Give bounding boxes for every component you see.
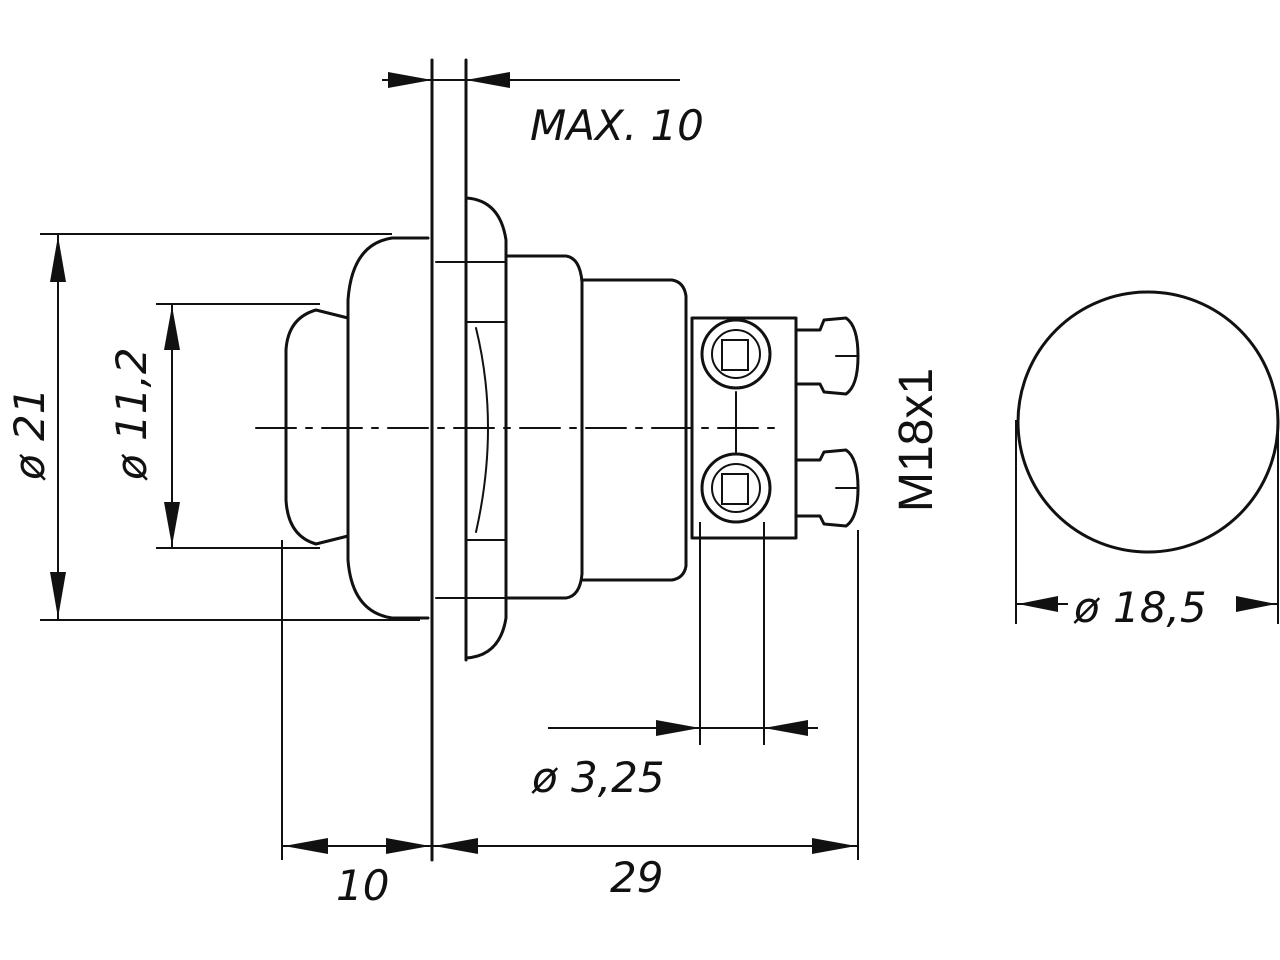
dim-panel-thickness: MAX. 10 (382, 72, 704, 150)
dim-terminal-hole-label: ø 3,25 (531, 753, 665, 802)
rear-housing (580, 278, 688, 582)
dim-front-length-label: 10 (336, 861, 389, 910)
terminal-screw-upper (700, 318, 772, 390)
dim-body-length-label: 29 (610, 853, 663, 902)
dim-outer-diameter: ø 21 (5, 233, 420, 621)
dim-panel-thickness-label: MAX. 10 (530, 101, 704, 150)
mounting-hole-view: ø 18,5 (1015, 290, 1280, 632)
dim-outer-diameter-label: ø 21 (5, 388, 54, 482)
dim-mounting-hole-label: ø 18,5 (1073, 583, 1207, 632)
dim-button-diameter: ø 11,2 (107, 303, 320, 549)
mounting-hole-circle (1016, 290, 1280, 554)
switch-side-view (255, 58, 860, 862)
button-cap (284, 308, 350, 546)
terminal-screw-lower (700, 452, 772, 524)
thread-label: M18x1 (890, 368, 943, 512)
bezel (346, 236, 430, 620)
dim-lengths: 10 29 (281, 530, 859, 910)
dim-button-diameter-label: ø 11,2 (107, 347, 156, 481)
threaded-barrel (504, 254, 584, 600)
dim-terminal-hole: ø 3,25 (531, 522, 818, 802)
